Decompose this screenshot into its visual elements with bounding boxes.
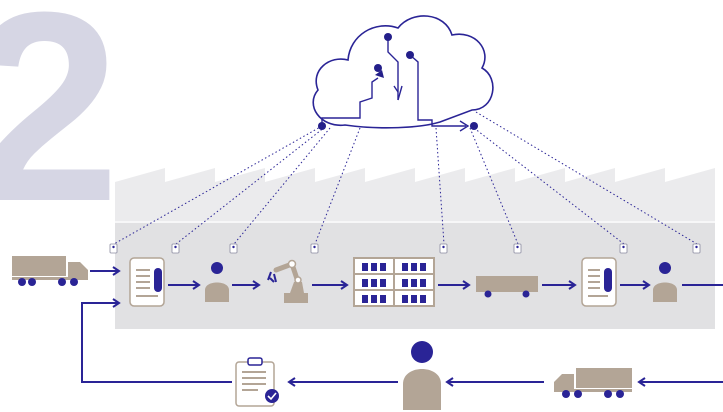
cloud-node (406, 51, 414, 59)
return-truck-icon (554, 368, 632, 398)
cloud-node (470, 122, 478, 130)
watermark-numeral: 2 (0, 0, 120, 258)
warehouse-shelf-icon (353, 257, 435, 307)
cloud-network-icon (312, 15, 494, 132)
worker-person-icon (205, 262, 229, 302)
cloud-node (384, 33, 392, 41)
data-connections (113, 111, 698, 245)
approval-checklist-icon (235, 357, 279, 407)
document-icon (581, 257, 617, 307)
robot-arm-icon (267, 259, 308, 303)
customer-person-icon (403, 341, 441, 410)
cloud-node (374, 64, 382, 72)
incoming-truck-icon (12, 256, 88, 286)
iot-sensor-icon (109, 243, 701, 254)
worker-person-icon (653, 262, 677, 302)
automated-guided-vehicle-icon (476, 276, 538, 298)
order-document-icon (129, 257, 165, 307)
return-flow-arrow (81, 298, 723, 387)
